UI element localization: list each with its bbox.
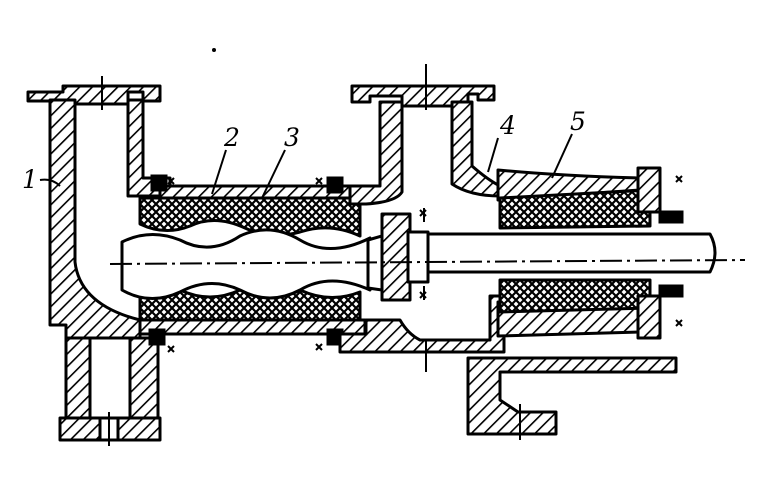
label-part-3: 3 [284, 123, 300, 152]
discharge-housing [338, 64, 678, 440]
clamp-bolt [148, 328, 166, 346]
label-part-4: 4 [499, 111, 516, 140]
center-axis-line [109, 259, 746, 265]
gland-ring-top [658, 210, 684, 224]
base-foot [466, 356, 678, 436]
discharge-bottom [338, 294, 506, 354]
label-part-5: 5 [570, 107, 586, 136]
gland-bottom [636, 294, 662, 340]
leader-lines [39, 133, 573, 199]
packing-bottom [498, 278, 652, 314]
suction-neck-wall [126, 98, 172, 198]
rotor-body [120, 228, 372, 300]
coupling-flange [380, 212, 412, 302]
packing-top [498, 188, 652, 230]
outlet-bottom-flange [58, 416, 102, 442]
bearing-housing [496, 166, 684, 340]
clamp-bolt [326, 176, 344, 194]
rotor-screw [120, 208, 430, 302]
speck [212, 48, 216, 52]
clamp-bolt [150, 174, 168, 192]
outlet-leg-right [128, 336, 160, 422]
coupling-hub [406, 230, 430, 284]
discharge-right-wall [450, 100, 502, 198]
label-part-1: 1 [22, 165, 38, 194]
shaft-body [426, 232, 717, 274]
outlet-bottom-flange-right [116, 416, 162, 442]
label-part-2: 2 [223, 123, 240, 152]
gland-ring-bottom [658, 284, 684, 298]
stator-tube [138, 174, 367, 353]
gland-top [636, 166, 662, 214]
discharge-left-wall [348, 100, 404, 206]
stator-top-wall [158, 184, 352, 200]
stator-lining-top [138, 196, 362, 238]
outlet-leg-left [64, 336, 92, 422]
drive-shaft [426, 232, 717, 274]
